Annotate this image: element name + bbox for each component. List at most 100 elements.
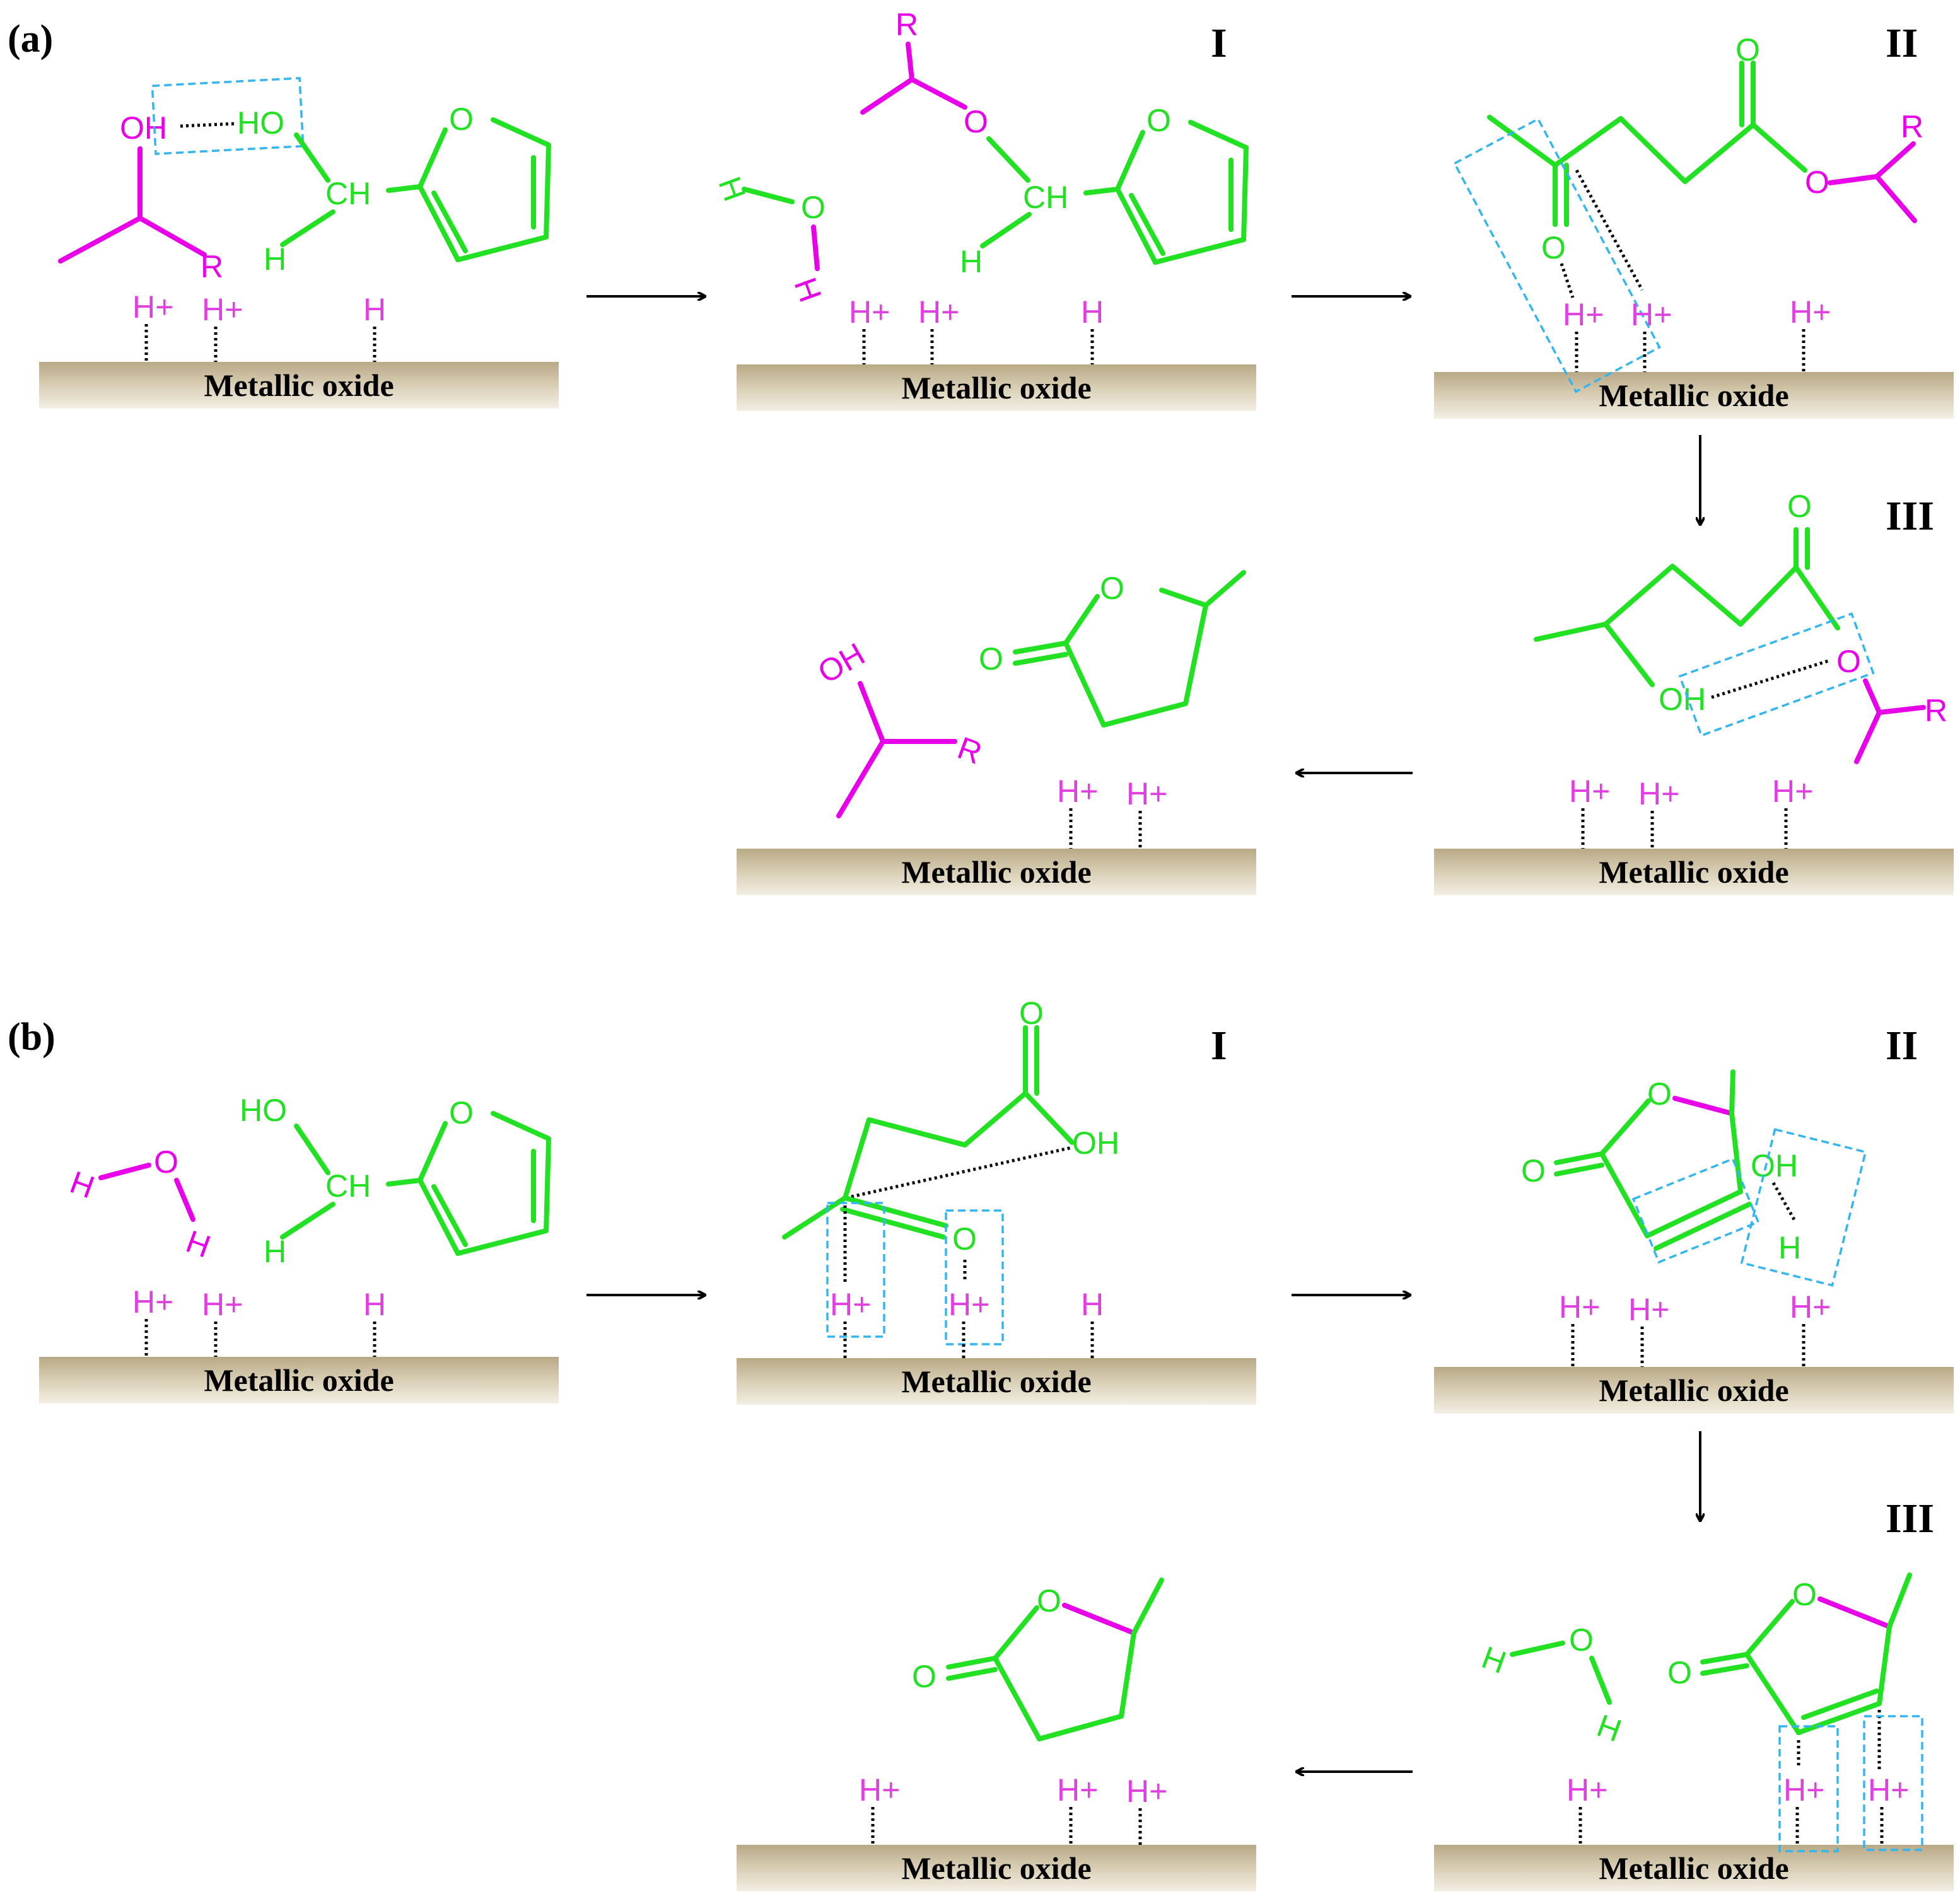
scene-a1: OH R HO CH H O H+ H+ H [58, 77, 551, 362]
ch-h-bond [280, 209, 335, 247]
scene-b3: O O OH H H+ H+ H+ [1521, 1069, 1867, 1367]
ester-o: O [1836, 644, 1861, 679]
enol-o: O [952, 1221, 977, 1257]
oxide-slab-b3 [1434, 1367, 1954, 1414]
lactone-carbonyl-o: O [1521, 1153, 1546, 1188]
acid-site: H+ [1631, 297, 1672, 332]
hemiketal-oh: OH [1751, 1148, 1798, 1183]
highlight-box-b4a [1778, 1725, 1839, 1852]
oxide-label-a1: Metallic oxide [204, 368, 394, 403]
highlight-box-b2a [826, 1202, 885, 1338]
oxide-slab-a2 [737, 364, 1256, 411]
acid-oh: OH [1072, 1125, 1119, 1161]
oxide-label-b5: Metallic oxide [901, 1850, 1091, 1886]
furan-o: O [449, 102, 474, 137]
furan-ring [417, 117, 551, 262]
scene-a4: O OH O R H+ H+ H+ [1534, 489, 1947, 849]
step-label-b-II: II [1886, 1023, 1918, 1069]
oxide-slab-a1 [39, 362, 559, 409]
oxide-slab-b1 [39, 1357, 559, 1403]
oxide-slab-b4 [1434, 1845, 1954, 1891]
furan-o: O [449, 1095, 474, 1130]
acid-site: H+ [202, 1287, 243, 1322]
water-o: O [154, 1144, 178, 1180]
acid-site: H+ [1772, 774, 1813, 809]
alcohol-oh: OH [120, 110, 167, 146]
surface-h: H [363, 1287, 386, 1322]
oxide-label-b4: Metallic oxide [1599, 1850, 1788, 1886]
step-label-b-I: I [1211, 1023, 1227, 1069]
ring-o: O [1792, 1577, 1817, 1612]
scene-b4: H O H O O H+ H+ H+ [1477, 1572, 1923, 1852]
acid-site: H+ [1569, 774, 1610, 809]
acid-site: H+ [132, 1284, 173, 1320]
scene-b5: O O H+ H+ H+ [859, 1577, 1167, 1845]
water-h: H [66, 1165, 99, 1206]
furfuryl-ch: CH [325, 176, 371, 211]
ester-r: R [1901, 109, 1923, 144]
water-o: O [801, 190, 825, 225]
acid-site: H+ [948, 1287, 989, 1322]
acid-site: H+ [1868, 1772, 1909, 1808]
water-h: H [182, 1224, 215, 1265]
acid-site: H+ [1057, 774, 1098, 809]
water-h: H [1592, 1707, 1626, 1748]
metallic-oxide-surfaces: Metallic oxide Metallic oxide Metallic o… [39, 362, 1954, 1891]
alcohol-r: R [201, 249, 223, 284]
highlight-box-a4 [1678, 612, 1875, 737]
acid-site: H+ [202, 292, 243, 327]
panel-label-a: (a) [8, 18, 53, 61]
ester-carbonyl-o: O [1735, 32, 1760, 67]
oxide-slab-a5 [737, 849, 1256, 895]
acid-site: H+ [1628, 1292, 1669, 1327]
surface-h: H [363, 292, 386, 327]
acid-site: H+ [1559, 1289, 1600, 1325]
alcohol-backbone [58, 216, 207, 264]
oxide-label-a5: Metallic oxide [901, 854, 1091, 890]
acid-site: H+ [830, 1287, 871, 1322]
furfuryl-ho: HO [240, 1093, 287, 1128]
ho-ch-bond [294, 132, 330, 183]
acid-site: H+ [1638, 776, 1679, 811]
alcohol-r: R [953, 730, 986, 771]
ring-o: O [1037, 1583, 1061, 1618]
ether-r: R [895, 7, 918, 42]
furan-o: O [1146, 103, 1171, 138]
hemiketal-h: H [1778, 1230, 1801, 1265]
acid-site: H+ [849, 294, 890, 330]
oxide-slab-a4 [1434, 849, 1954, 895]
furfuryl-h: H [264, 1234, 286, 1269]
furfuryl-h: H [264, 241, 286, 277]
step-label-a-II: II [1886, 20, 1918, 66]
ether-o: O [964, 104, 988, 139]
highlight-box-b4b [1863, 1715, 1923, 1851]
oxide-label-a2: Metallic oxide [901, 370, 1091, 405]
surface-h: H [1081, 1287, 1104, 1322]
scene-b2: O OH O H+ H+ H [782, 996, 1119, 1358]
oxide-slab-b2 [737, 1358, 1256, 1405]
ester-carbonyl-o: O [1787, 489, 1812, 524]
lactone-o: O [1100, 571, 1124, 606]
oxide-slab-a3 [1434, 372, 1954, 419]
highlight-box-b2b [945, 1209, 1004, 1345]
acid-site: H+ [918, 294, 959, 330]
furan-double-2 [431, 190, 468, 253]
acid-site: H+ [1126, 776, 1167, 811]
scene-a2: R O CH H O H O H H+ H+ H [711, 7, 1249, 364]
oxide-slab-b5 [737, 1845, 1256, 1891]
h-bond-a1 [180, 122, 238, 128]
ester-r: R [1925, 693, 1947, 728]
highlight-box-a3 [1453, 117, 1661, 393]
highlight-box-a1 [151, 77, 305, 155]
step-label-b-III: III [1886, 1496, 1934, 1542]
oxide-label-a4: Metallic oxide [1599, 854, 1788, 890]
oxide-label-a3: Metallic oxide [1599, 378, 1788, 413]
ch-ring-bond [386, 184, 423, 193]
panel-label-b: (b) [8, 1016, 55, 1059]
oxide-label-b1: Metallic oxide [204, 1362, 394, 1398]
acid-site: H+ [1566, 1772, 1607, 1808]
ether-ch: CH [1023, 180, 1068, 215]
ketone-o: O [1541, 230, 1566, 265]
acid-site: H+ [1783, 1772, 1824, 1808]
